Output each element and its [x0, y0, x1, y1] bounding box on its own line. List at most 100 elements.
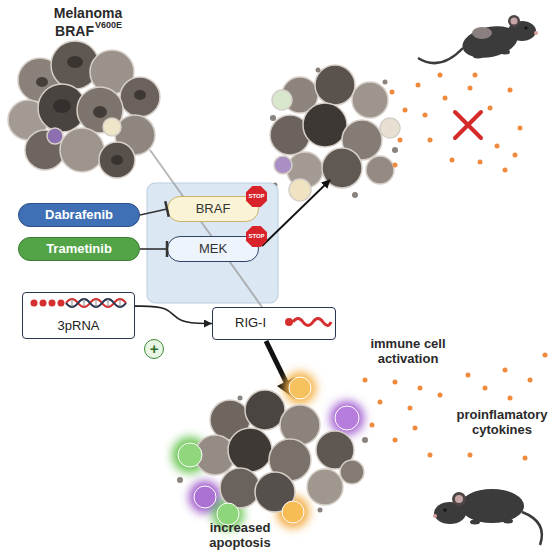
treated-cells: [366, 156, 394, 184]
cytokine-dots: [370, 423, 375, 428]
cytokine-dots: [488, 106, 493, 111]
cytokine-dots: [503, 168, 508, 173]
treated-cells: [322, 148, 362, 188]
cell-debris: [177, 477, 183, 483]
treated-cells: [272, 90, 292, 110]
cytokine-dots: [495, 144, 500, 149]
mouse: [434, 502, 466, 524]
treated-cells: [282, 77, 318, 113]
cell-nucleus: [111, 155, 123, 165]
rna-symbol: [31, 300, 38, 307]
treated-cells: [380, 118, 400, 138]
mouse: [522, 512, 542, 545]
cytokine-dots: [428, 138, 433, 143]
apoptotic-cells: [245, 390, 285, 430]
immune-glow: [172, 437, 208, 473]
mouse: [524, 26, 527, 29]
cell-debris: [238, 396, 243, 401]
mutation-superscript: V600E: [95, 20, 135, 30]
effect-text: increased apoptosis: [182, 521, 298, 551]
cytokine-dots: [393, 163, 398, 168]
effect-text: immune cell activation: [352, 337, 464, 367]
cytokine-dots: [508, 88, 513, 93]
receptor-symbol: [285, 318, 331, 326]
cytokine-dots: [543, 353, 548, 358]
cell-debris: [392, 147, 398, 153]
cytokine-dots: [423, 113, 428, 118]
cytokine-dots: [413, 426, 418, 431]
apoptotic-cells: [340, 460, 364, 484]
receptor-box: RIG-I: [212, 307, 336, 340]
cytokine-dots: [363, 353, 548, 461]
cytokine-dots: [438, 393, 443, 398]
immune-glow: [189, 481, 221, 513]
immune-cells: [194, 486, 216, 508]
immune-cells: [289, 377, 311, 399]
rna-symbol: [49, 300, 56, 307]
inhibition-line: [140, 248, 167, 250]
immune-glow: [212, 498, 244, 530]
cytokine-dots: [468, 453, 473, 458]
melanoma-cells: [77, 87, 123, 133]
cytokine-dots: [528, 378, 533, 383]
melanoma-cells: [51, 41, 99, 89]
activation-arrow: [266, 341, 287, 384]
cytokine-dots: [508, 396, 513, 401]
melanoma-cells: [8, 41, 160, 178]
mouse: [459, 22, 520, 63]
gene-name: BRAF: [40, 23, 94, 39]
rna-symbol: [40, 300, 47, 307]
mouse: [511, 18, 518, 25]
treated-cells: [270, 115, 310, 155]
mouse: [452, 492, 466, 506]
pathway-box: [147, 183, 278, 303]
stop-sign: STOP: [246, 186, 267, 207]
cytokine-dots: [393, 380, 398, 385]
melanoma-cells: [103, 118, 121, 136]
mouse: [508, 21, 536, 41]
drug-pill: Dabrafenib: [18, 203, 140, 227]
signal-line: [150, 150, 262, 307]
node-text: RIG-I: [235, 316, 266, 330]
cytokine-dots: [450, 158, 455, 163]
cell-debris: [352, 192, 358, 198]
growth-arrow: [262, 180, 330, 246]
drug-pill: Trametinib: [18, 237, 140, 261]
mouse: [418, 48, 463, 63]
cell-nucleus: [67, 56, 83, 68]
pathway-box: [147, 183, 278, 303]
activation-arrow: [277, 377, 295, 399]
rna-symbol: [58, 300, 65, 307]
treated-cells: [352, 82, 388, 118]
mouse: [433, 489, 542, 545]
cytokine-dots: [438, 73, 443, 78]
node-text: Dabrafenib: [45, 208, 113, 222]
cell-debris: [318, 508, 323, 513]
cell-debris: [270, 115, 276, 121]
cell-nucleus: [134, 90, 146, 100]
mouse: [443, 508, 446, 511]
mouse: [534, 31, 538, 35]
treated-cells: [287, 152, 323, 188]
treated-cells: [303, 103, 347, 147]
apoptotic-cells: [210, 400, 250, 440]
cytokine-dots: [468, 86, 473, 91]
cytokine-dots: [513, 153, 518, 158]
apoptotic-cells: [316, 431, 354, 469]
cytokine-dots: [393, 438, 398, 443]
rna-symbol: [72, 299, 120, 307]
immune-glow: [330, 401, 364, 435]
cytokine-dots: [483, 386, 488, 391]
cytokine-dots: [363, 378, 368, 383]
melanoma-cells: [25, 130, 65, 170]
agonist-box: 3pRNA: [22, 292, 135, 339]
melanoma-cells: [38, 84, 86, 132]
melanoma-cells: [115, 115, 155, 155]
cytokine-dots: [390, 73, 523, 173]
cytokine-dots: [390, 90, 395, 95]
edge-label: +: [144, 339, 164, 359]
red-cross: [455, 112, 481, 138]
cell-nucleus: [93, 106, 107, 118]
mouse: [460, 489, 524, 523]
